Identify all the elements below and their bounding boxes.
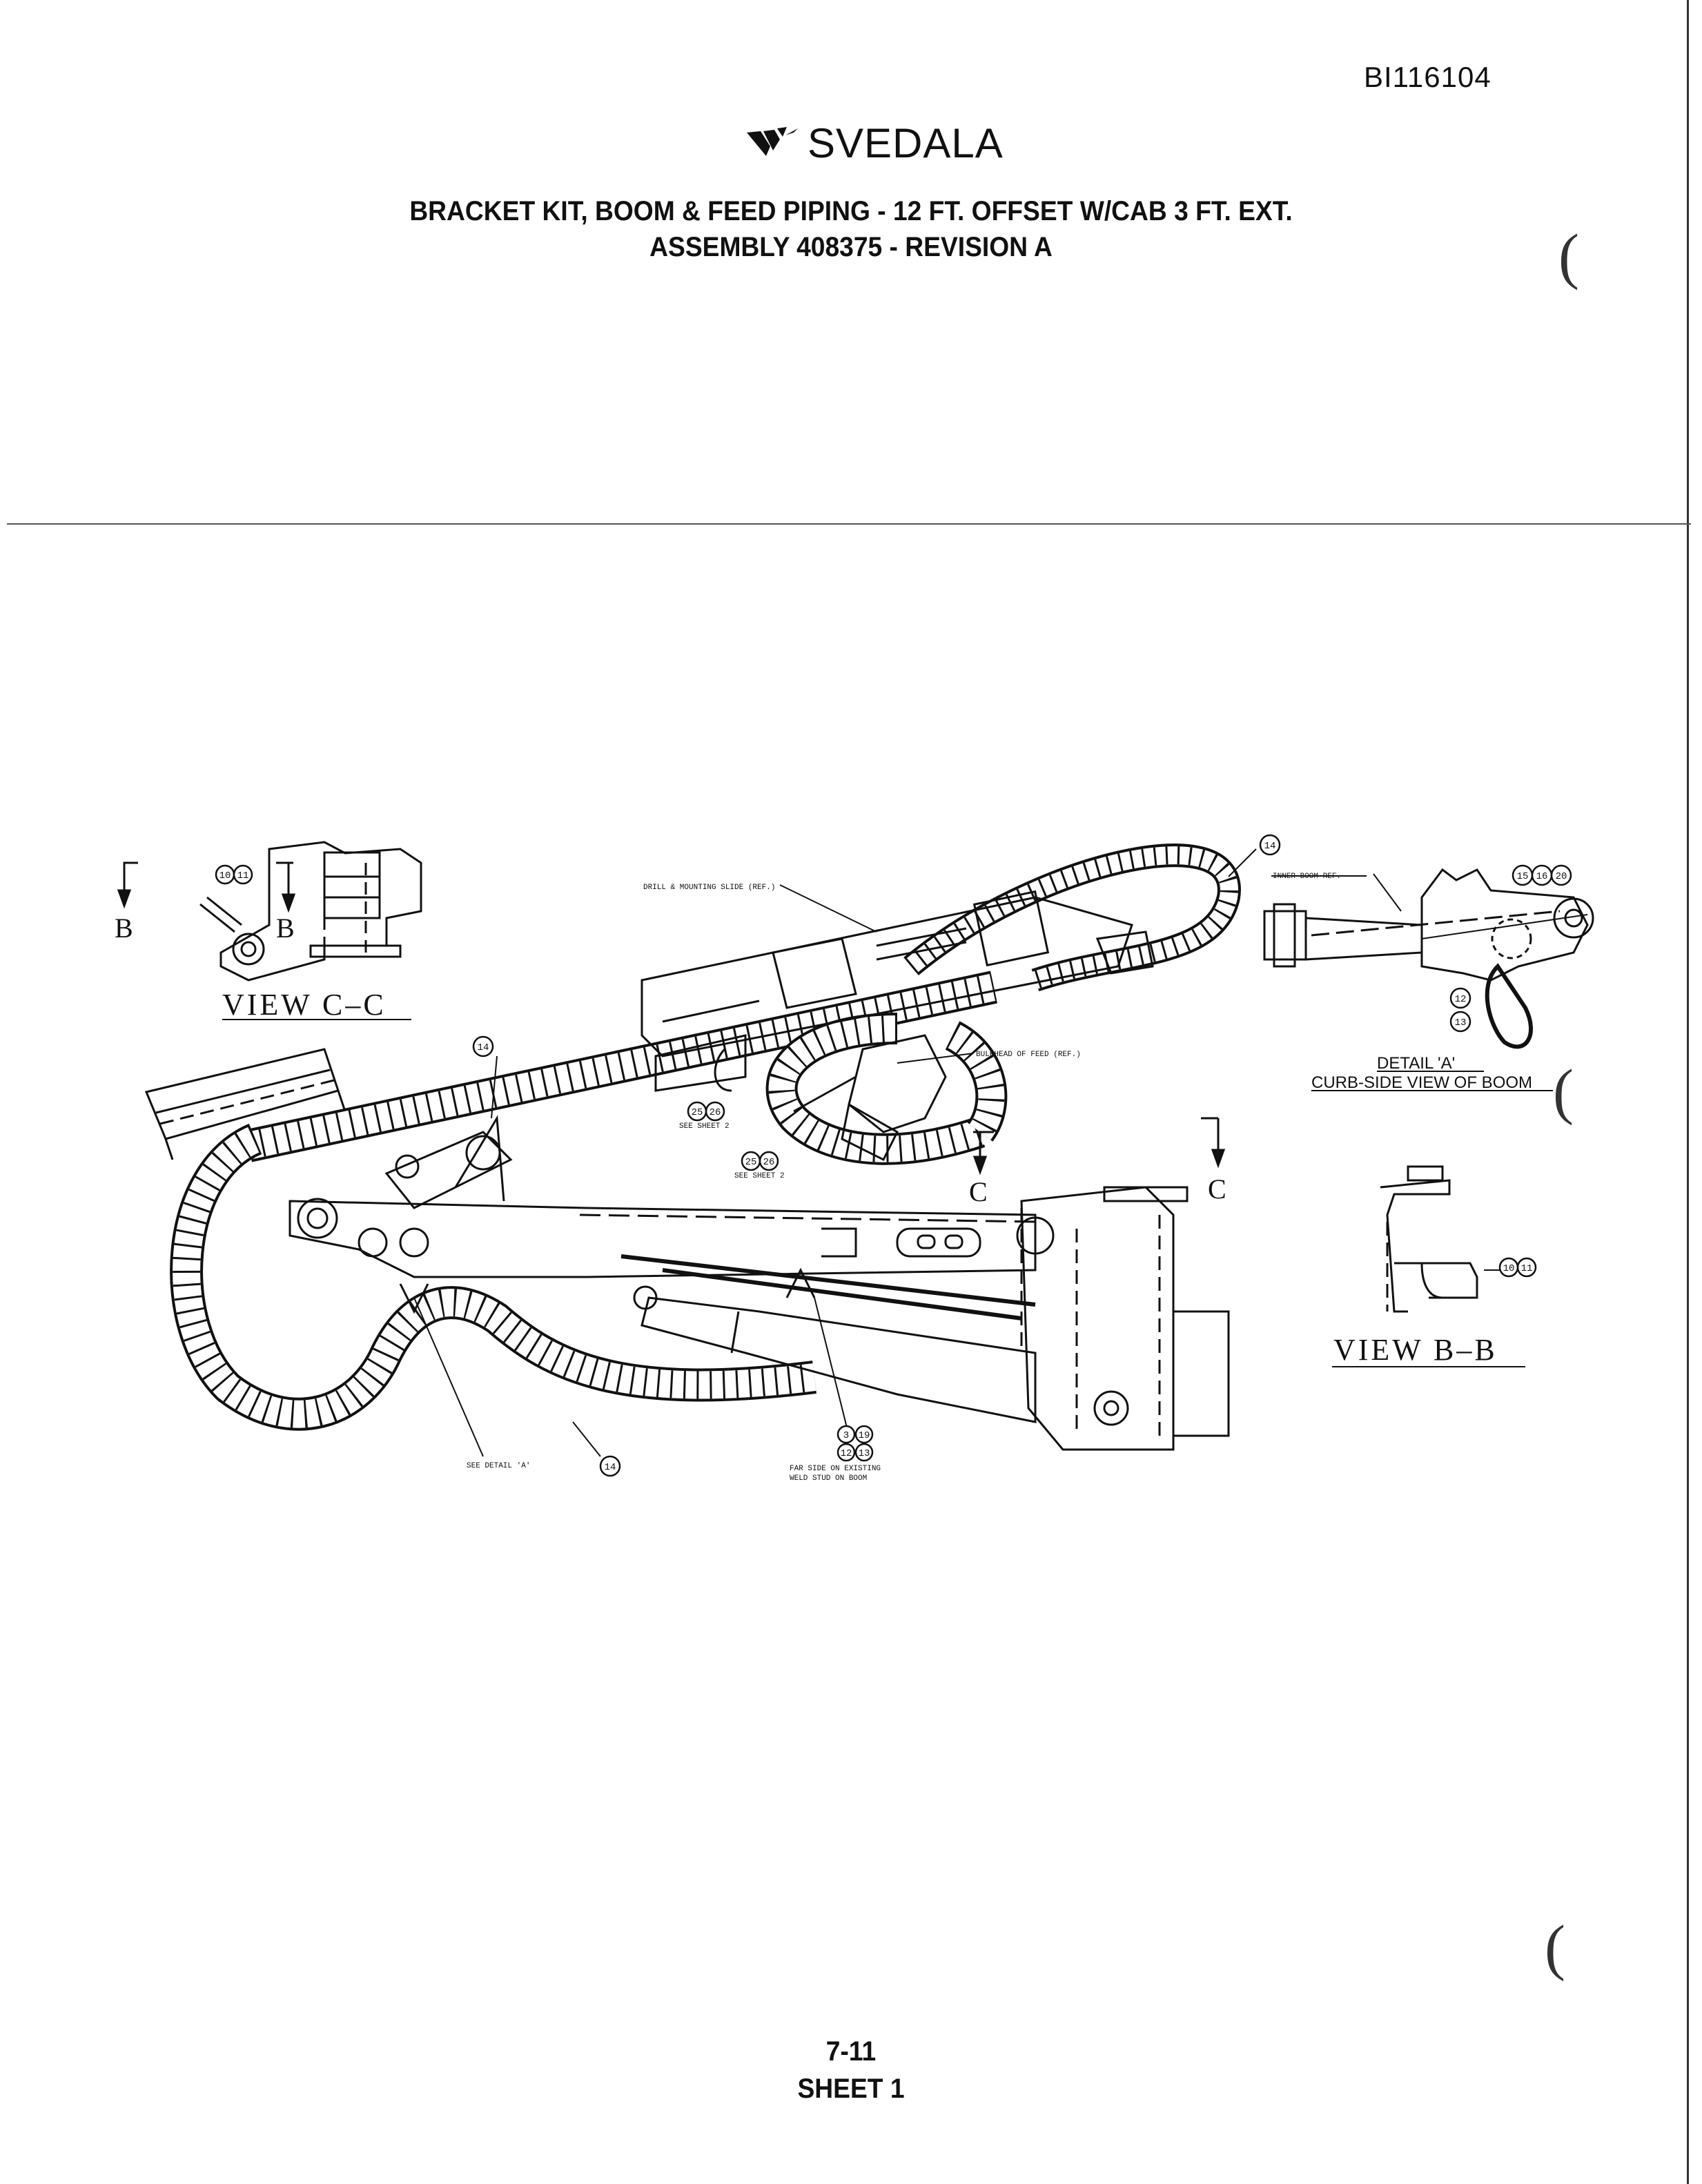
balloon-16: 16 [1536, 871, 1548, 882]
balloon-25: 25 [692, 1107, 703, 1118]
view-bb-title: VIEW B–B [1333, 1333, 1498, 1367]
balloon-25: 25 [745, 1157, 757, 1168]
balloon-10: 10 [1503, 1263, 1515, 1274]
balloon-14: 14 [1264, 841, 1276, 852]
label-see-sheet2-b: SEE SHEET 2 [734, 1172, 785, 1180]
balloon-10: 10 [219, 870, 231, 881]
section-b-left: B [115, 913, 133, 944]
view-cc-title: VIEW C–C [222, 988, 387, 1022]
view-cc-drawing [199, 841, 422, 982]
section-divider [7, 523, 1691, 525]
detail-a-title: DETAIL 'A' [1377, 1054, 1455, 1073]
section-c-left: C [969, 1176, 988, 1207]
balloon-26: 26 [710, 1107, 721, 1118]
balloon-12: 12 [1455, 994, 1467, 1005]
balloon-14: 14 [478, 1042, 489, 1053]
section-c-right: C [1208, 1173, 1226, 1205]
document-id: BI116104 [1364, 61, 1491, 93]
svedala-mark-icon [747, 127, 798, 156]
label-far-side-2: WELD STUD ON BOOM [790, 1474, 867, 1483]
balloon-14: 14 [605, 1462, 616, 1473]
detail-a-subtitle: CURB-SIDE VIEW OF BOOM [1311, 1073, 1532, 1092]
label-see-detail-a: SEE DETAIL 'A' [467, 1462, 530, 1470]
section-b-right: B [276, 913, 295, 944]
balloon-20: 20 [1556, 871, 1567, 882]
edge-mark: ( [1545, 1913, 1565, 1982]
balloon-15: 15 [1517, 871, 1529, 882]
logo: SVEDALA [745, 119, 1004, 167]
label-bulkhead: BULKHEAD OF FEED (REF.) [976, 1051, 1081, 1059]
balloon-13: 13 [859, 1448, 870, 1459]
page-edge-line [1687, 0, 1689, 2184]
page-number: 7-11 [825, 2036, 877, 2067]
label-see-sheet2-a: SEE SHEET 2 [679, 1122, 730, 1131]
balloon-12: 12 [841, 1448, 852, 1459]
balloon-19: 19 [859, 1430, 870, 1441]
label-drill-slide: DRILL & MOUNTING SLIDE (REF.) [643, 884, 775, 892]
label-far-side-1: FAR SIDE ON EXISTING [790, 1465, 881, 1473]
balloon-3: 3 [843, 1430, 849, 1441]
balloon-11: 11 [237, 870, 249, 881]
title-line-2: ASSEMBLY 408375 - REVISION A [649, 232, 1053, 262]
title-line-1: BRACKET KIT, BOOM & FEED PIPING - 12 FT.… [409, 196, 1293, 226]
balloon-13: 13 [1455, 1017, 1467, 1028]
logo-text: SVEDALA [808, 119, 1004, 166]
balloon-11: 11 [1521, 1263, 1533, 1274]
label-inner-boom: INNER BOOM REF. [1273, 872, 1341, 881]
balloon-26: 26 [763, 1157, 775, 1168]
edge-mark: ( [1553, 1057, 1574, 1126]
sheet-label: SHEET 1 [797, 2074, 905, 2104]
edge-mark: ( [1558, 222, 1579, 291]
